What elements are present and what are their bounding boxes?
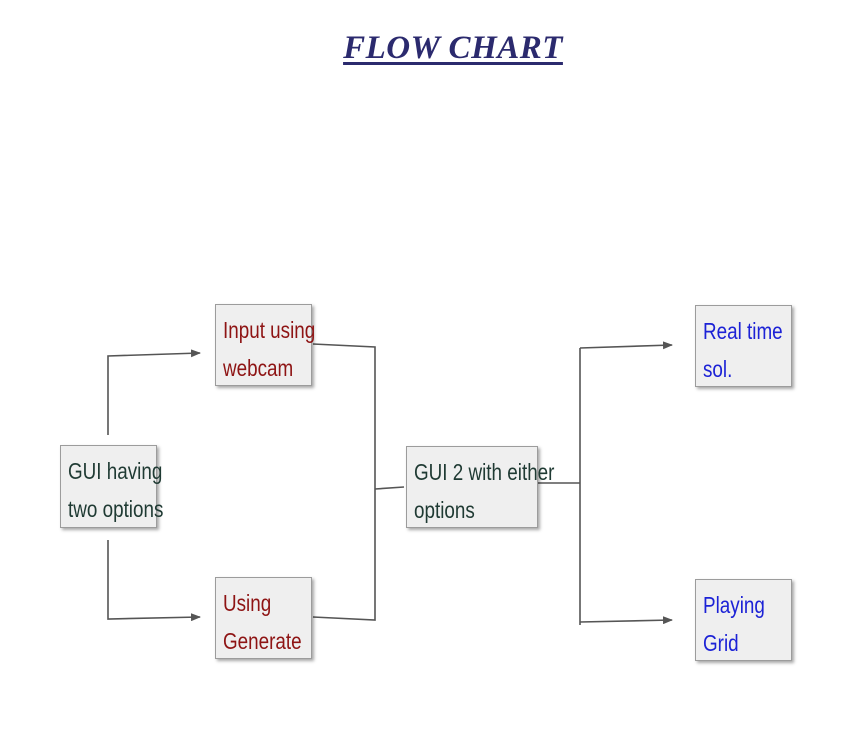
node-webcam: Input using webcam <box>215 304 316 386</box>
node-gui2: GUI 2 with either options <box>406 446 555 528</box>
edge-webcam-to-merge <box>312 343 376 621</box>
node-grid: Playing Grid <box>695 579 792 661</box>
node-grid-line1: Playing <box>703 592 765 618</box>
node-gui2-line1: GUI 2 with either <box>414 459 555 485</box>
node-webcam-line1: Input using <box>223 317 316 343</box>
node-realtime-line1: Real time <box>703 318 783 344</box>
node-gui2-line2: options <box>414 497 475 523</box>
page-title: FLOW CHART <box>343 30 563 66</box>
node-gui-main-line1: GUI having <box>68 458 163 484</box>
node-realtime-line2: sol. <box>703 356 733 382</box>
node-gui-main-line2: two options <box>68 496 164 522</box>
node-generate: Using Generate <box>215 577 312 659</box>
node-webcam-line2: webcam <box>223 355 294 381</box>
edge-merge-to-gui2 <box>374 486 405 490</box>
node-grid-line2: Grid <box>703 630 739 656</box>
node-generate-line1: Using <box>223 590 272 616</box>
edge-split-to-realtime <box>579 341 673 350</box>
edge-gui-to-generate <box>107 540 201 622</box>
node-generate-line2: Generate <box>223 628 302 654</box>
edge-split-to-grid <box>579 616 673 625</box>
node-gui-main: GUI having two options <box>60 445 164 528</box>
edge-gui-to-webcam <box>107 349 201 435</box>
node-realtime: Real time sol. <box>695 305 792 387</box>
